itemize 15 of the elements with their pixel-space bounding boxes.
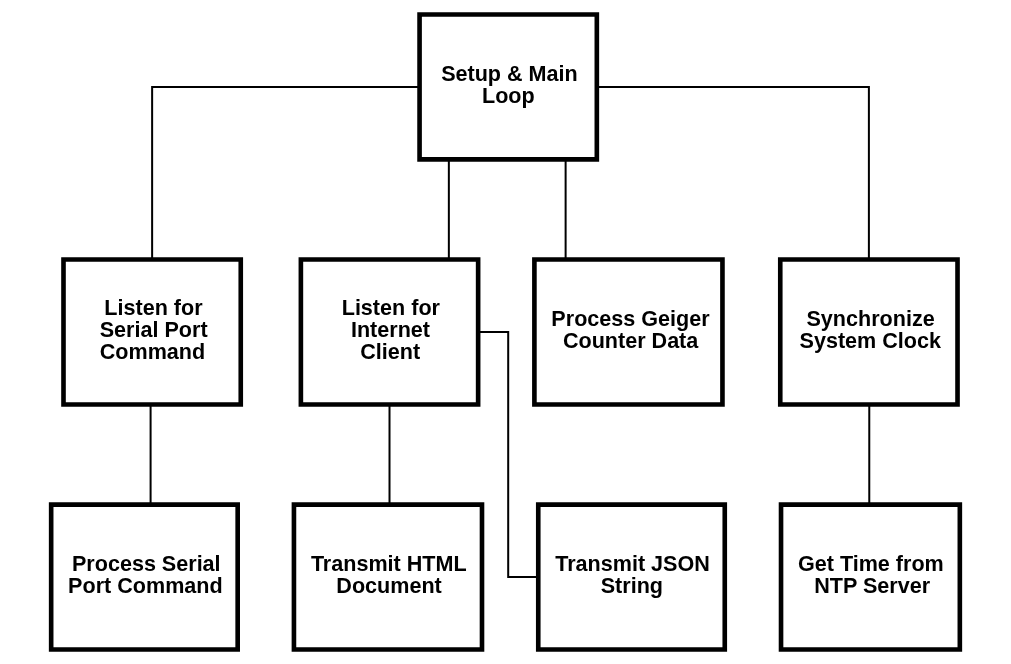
node-box: Transmit JSON String xyxy=(535,502,728,652)
connector xyxy=(149,403,152,506)
connector xyxy=(447,158,450,261)
connector xyxy=(868,403,871,506)
connector xyxy=(388,403,391,506)
node-box: Synchronize System Clock xyxy=(777,257,960,407)
node-box: Listen for Serial Port Command xyxy=(61,257,244,407)
node-box: Listen for Internet Client xyxy=(298,257,481,407)
node-box: Transmit HTML Document xyxy=(291,502,485,652)
node-box: Get Time from NTP Server xyxy=(778,502,963,652)
connector xyxy=(564,158,567,261)
connector xyxy=(151,85,421,261)
node-box: Process Serial Port Command xyxy=(48,502,240,652)
node-box: Process Geiger Counter Data xyxy=(532,257,725,407)
node-box: Setup & Main Loop xyxy=(417,12,600,162)
